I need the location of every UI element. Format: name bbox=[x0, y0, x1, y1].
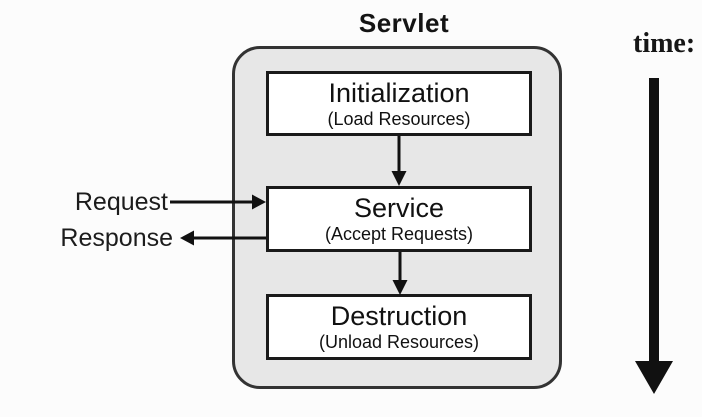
stage-initialization: Initialization (Load Resources) bbox=[266, 71, 532, 136]
stage-service-name: Service bbox=[353, 193, 445, 223]
stage-destruction-name: Destruction bbox=[330, 301, 468, 331]
stage-initialization-name: Initialization bbox=[328, 78, 470, 108]
request-label: Request bbox=[74, 188, 168, 216]
stage-destruction: Destruction (Unload Resources) bbox=[266, 294, 532, 360]
time-axis-label: time: bbox=[633, 28, 696, 59]
stage-initialization-subtitle: (Load Resources) bbox=[327, 109, 471, 129]
response-label: Response bbox=[60, 224, 173, 252]
stage-service: Service (Accept Requests) bbox=[266, 186, 532, 252]
diagram-title: Servlet bbox=[358, 8, 450, 38]
arrow-time-downward-icon bbox=[635, 78, 673, 394]
stage-destruction-subtitle: (Unload Resources) bbox=[318, 332, 480, 352]
stage-service-subtitle: (Accept Requests) bbox=[324, 224, 474, 244]
